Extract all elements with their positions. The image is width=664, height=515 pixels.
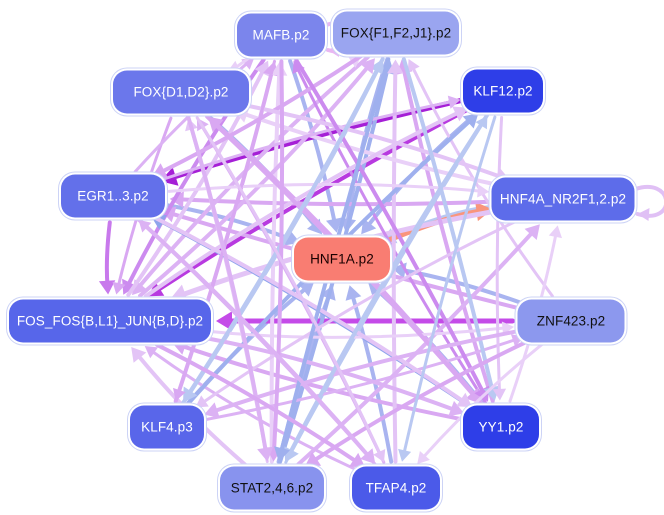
node-klf12[interactable]: KLF12.p2 bbox=[463, 69, 543, 113]
edge-hnf4a-egr1 bbox=[169, 191, 489, 208]
node-foxf[interactable]: FOX{F1,F2,J1}.p2 bbox=[333, 11, 459, 55]
edge-tfap4-fos bbox=[144, 346, 361, 473]
edge-foxd-stat bbox=[186, 116, 274, 462]
edge-fos-klf12 bbox=[143, 106, 469, 299]
edge-fos-tfap4 bbox=[155, 342, 366, 468]
edge-mafb-foxd bbox=[227, 54, 253, 73]
edge-egr1-tfap4 bbox=[136, 217, 376, 464]
node-hnf4a[interactable]: HNF4A_NR2F1,2.p2 bbox=[491, 177, 635, 221]
edge-tfap4-hnf1a bbox=[345, 285, 394, 464]
node-znf423[interactable]: ZNF423.p2 bbox=[517, 299, 625, 343]
node-stat[interactable]: STAT2,4,6.p2 bbox=[220, 466, 324, 510]
node-egr1[interactable]: EGR1..3.p2 bbox=[61, 174, 165, 218]
edge-znf423-tfap4 bbox=[417, 342, 544, 465]
edge-egr1-hnf4a bbox=[167, 182, 490, 198]
node-foxd[interactable]: FOX{D1,D2}.p2 bbox=[113, 70, 249, 114]
edge-znf423-klf4 bbox=[204, 329, 520, 418]
edge-klf12-tfap4 bbox=[398, 115, 497, 462]
node-fos[interactable]: FOS_FOS{B,L1}_JUN{B,D}.p2 bbox=[9, 299, 211, 343]
edge-mafb-klf4 bbox=[173, 59, 276, 402]
edge-klf12-yy1 bbox=[492, 116, 507, 401]
node-mafb[interactable]: MAFB.p2 bbox=[237, 13, 325, 57]
edge-foxf-klf4 bbox=[183, 57, 385, 403]
edge-hnf4a-klf4 bbox=[195, 218, 520, 408]
node-klf4[interactable]: KLF4.p3 bbox=[130, 405, 204, 449]
edge-hnf4a-hnf4a bbox=[630, 185, 664, 221]
edge-egr1-klf12 bbox=[157, 95, 461, 182]
edge-egr1-yy1 bbox=[149, 213, 473, 408]
node-tfap4[interactable]: TFAP4.p2 bbox=[352, 466, 440, 510]
edge-egr1-fos bbox=[98, 220, 116, 295]
edge-foxd-tfap4 bbox=[195, 116, 386, 463]
node-hnf1a[interactable]: HNF1A.p2 bbox=[294, 237, 390, 281]
node-yy1[interactable]: YY1.p2 bbox=[463, 405, 539, 449]
edge-stat-hnf4a bbox=[296, 224, 540, 467]
